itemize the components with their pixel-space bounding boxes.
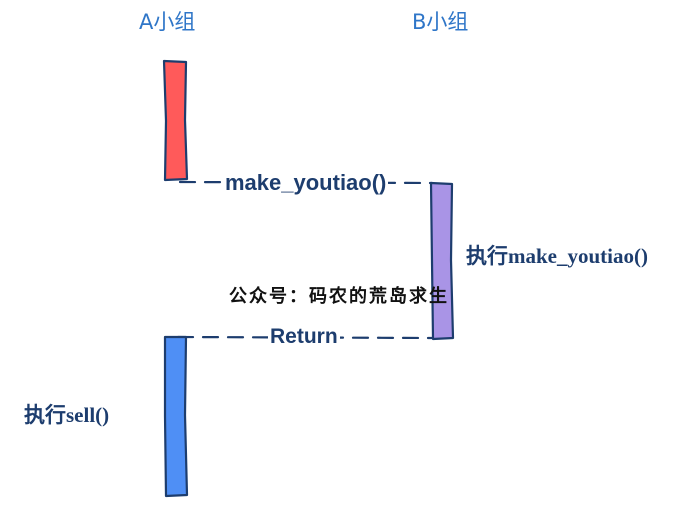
activation-bar-a-2 (163, 335, 189, 498)
watermark-text: 公众号：码农的荒岛求生 (229, 286, 449, 307)
activation-bar-a-1 (162, 59, 189, 182)
execution-note-a: 执行sell() (24, 403, 110, 427)
participant-a-label: A小组 (139, 10, 196, 34)
execution-note-b: 执行make_youtiao() (466, 244, 648, 268)
activation-bar-b (429, 181, 455, 341)
participant-b-label: B小组 (412, 10, 469, 34)
call-message-label: make_youtiao() (223, 170, 389, 195)
return-message-label: Return (268, 325, 340, 348)
